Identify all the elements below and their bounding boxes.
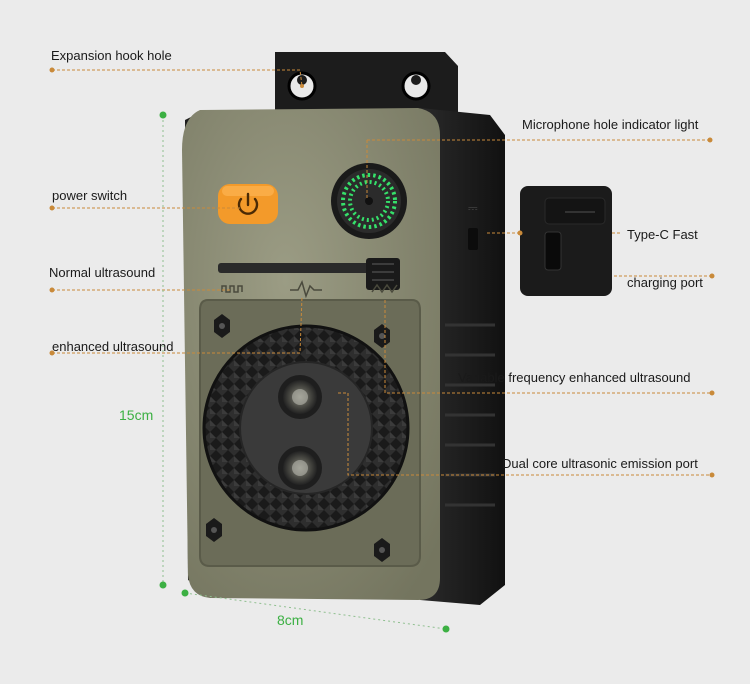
slider-knob (366, 258, 400, 290)
power-button[interactable] (218, 184, 278, 224)
label-expansion-hook-hole: Expansion hook hole (51, 48, 172, 63)
usb-port (468, 228, 478, 250)
mode-slider[interactable] (218, 258, 400, 290)
type-c-detail-inset (520, 186, 612, 296)
label-dual-core-emission: Dual core ultrasonic emission port (502, 456, 698, 471)
label-enhanced-ultrasound: enhanced ultrasound (52, 339, 174, 354)
emitter-plate (239, 361, 373, 495)
label-normal-ultrasound: Normal ultrasound (49, 265, 156, 280)
ultrasonic-emitter-bottom (278, 446, 322, 490)
power-icon (237, 192, 259, 215)
variable-wave-icon (371, 283, 398, 294)
microphone-indicator (331, 163, 407, 239)
ultrasonic-emitter-top (278, 375, 322, 419)
label-charging-port: charging port (627, 275, 703, 290)
label-type-c-fast: Type-C Fast (627, 227, 698, 242)
hook-hole-right (401, 71, 431, 101)
label-power-switch: power switch (52, 188, 128, 203)
dimension-lines (162, 115, 447, 630)
screw (374, 538, 390, 562)
dimension-width: 8cm (277, 612, 304, 628)
enhanced-wave-icon (290, 279, 322, 299)
label-microphone-indicator: Microphone hole indicator light (522, 117, 699, 132)
normal-wave-icon (221, 285, 243, 293)
screw (374, 324, 390, 348)
expansion-hook-plate (275, 52, 458, 112)
side-grip-ribs (445, 323, 495, 507)
dimension-height: 15cm (119, 407, 154, 423)
leader-endpoints (49, 67, 715, 478)
label-variable-frequency: Variable frequency enhanced ultrasound (458, 370, 691, 385)
type-c-port (544, 231, 562, 271)
leader-lines (52, 69, 712, 476)
screw (206, 518, 222, 542)
usb-icon: ⎓ (468, 201, 478, 215)
dimension-endpoints (159, 111, 450, 633)
screw (214, 314, 230, 338)
